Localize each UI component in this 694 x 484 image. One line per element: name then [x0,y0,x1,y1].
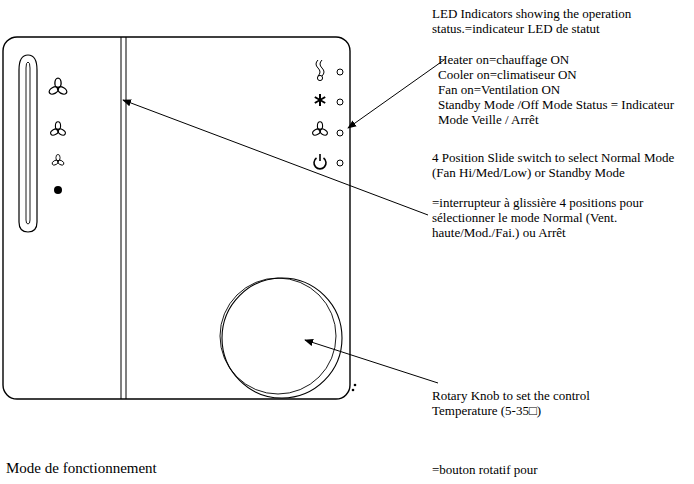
caption-text: Mode de fonctionnement [6,460,306,477]
power-icon [314,154,326,169]
fan-on-icon [312,122,329,137]
led-indicator [337,130,343,136]
marker-dot [354,384,357,387]
panel-housing [3,37,350,399]
callout-text: =interrupteur à glissière 4 positions po… [432,195,672,240]
fan-low-icon [51,154,64,166]
standby-dot [54,186,62,194]
divider-line [126,37,127,399]
callout-text: Fan on=Ventilation ON [438,82,688,97]
leader-arrow [305,340,438,383]
fan-med-icon [50,122,67,137]
callout-text: =bouton rotatif pour [432,462,632,477]
callout-text: Cooler on=climatiseur ON [438,67,688,82]
callout-text: Heater on=chauffage ON [438,52,688,67]
led-indicator [337,160,343,166]
rotary-knob-edge [220,278,336,394]
heater-icon [317,75,322,80]
callout-text: Rotary Knob to set the control Temperatu… [432,388,632,418]
callout-text: 4 Position Slide switch to select Normal… [432,150,677,180]
led-indicator [337,69,343,75]
led-indicator [337,99,343,105]
leader-arrow [123,100,428,215]
heater-icon [316,60,324,76]
slide-switch-track [26,62,30,224]
cooler-icon [315,94,325,106]
callout-text: LED Indicators showing the operation sta… [432,6,682,36]
divider-line [121,37,122,399]
leader-arrow [348,60,444,128]
slide-switch [19,55,37,232]
fan-high-icon [48,78,68,95]
callout-text: Standby Mode /Off Mode Status = Indicate… [438,97,683,127]
marker-dot [352,389,355,392]
